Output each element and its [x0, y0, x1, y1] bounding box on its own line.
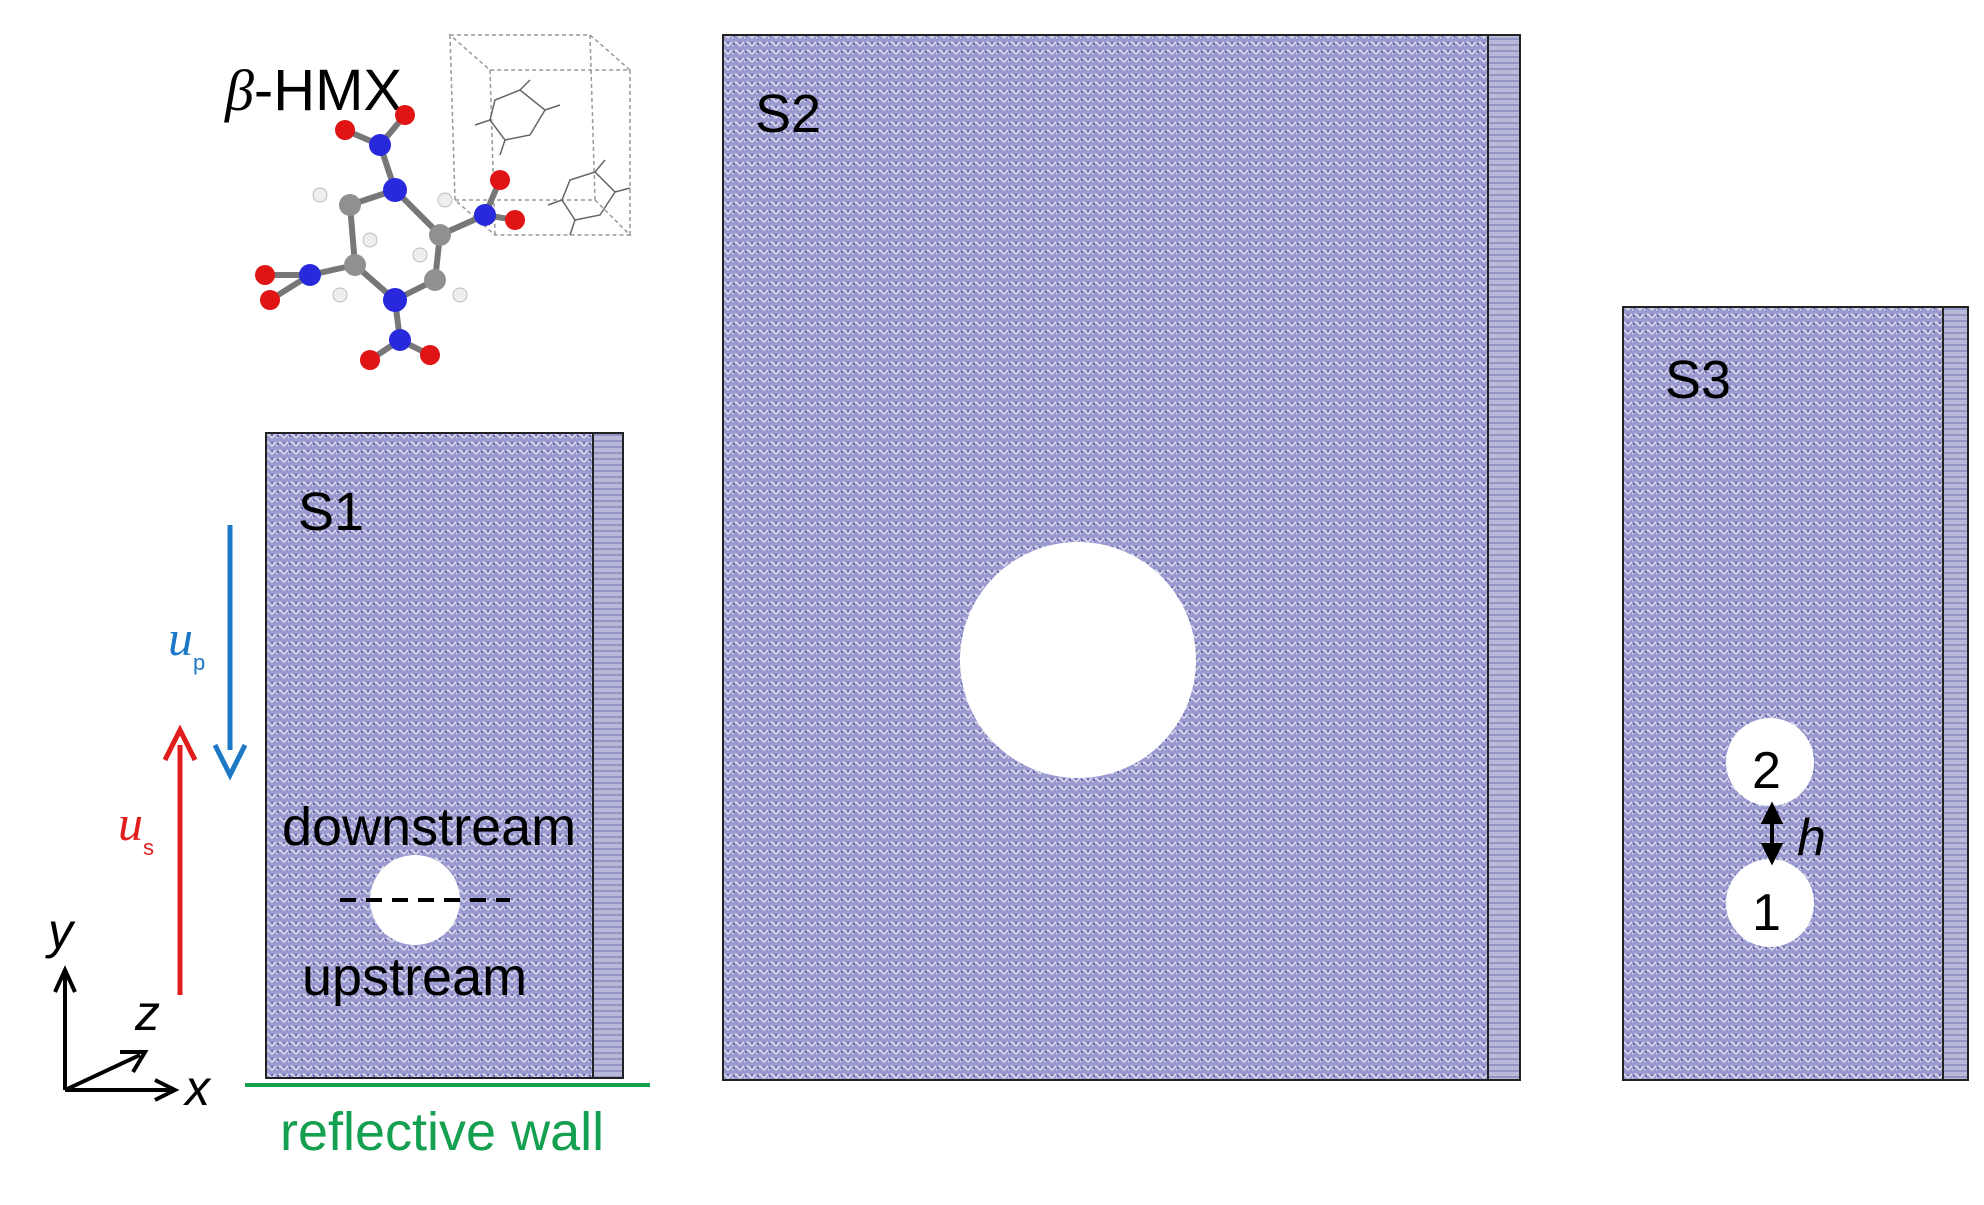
- reflective-wall-label: reflective wall: [280, 1102, 604, 1162]
- up-label: up: [168, 610, 205, 675]
- molecule-label: β-HMX: [224, 58, 402, 123]
- molecule-name: -HMX: [254, 58, 402, 123]
- hmx-molecule: β-HMX: [224, 34, 632, 370]
- unit-cell-box: [448, 34, 632, 236]
- s3-void-1: [1726, 859, 1814, 947]
- s1-crystal: [265, 432, 594, 1079]
- shock-velocity-arrow: us: [118, 724, 198, 995]
- s3-void-2-label: 2: [1752, 742, 1781, 800]
- s1-label: S1: [298, 482, 364, 542]
- s2-label: S2: [755, 84, 821, 144]
- s3-void-1-label: 1: [1752, 884, 1781, 942]
- s3-void-2: [1726, 718, 1814, 806]
- s3-wall-band: [1942, 306, 1969, 1081]
- molecule-bonds: [265, 113, 516, 363]
- s1-upstream-label: upstream: [302, 947, 527, 1007]
- panel-s2: S2: [722, 34, 1521, 1081]
- axis-x-label: x: [183, 1060, 212, 1116]
- beta-symbol: β: [224, 58, 254, 123]
- s3-gap-label: h: [1797, 809, 1826, 867]
- axis-z-label: z: [134, 985, 160, 1041]
- s3-gap-marker: [1760, 801, 1784, 866]
- s1-void: [370, 855, 460, 945]
- s1-wall-band: [592, 432, 624, 1079]
- s1-downstream-label: downstream: [282, 797, 576, 857]
- coordinate-axes: [53, 965, 180, 1102]
- s2-wall-band: [1487, 34, 1521, 1081]
- panel-s1: S1 downstream upstream: [265, 432, 624, 1079]
- unit-cell-molecules: [474, 79, 631, 236]
- s3-label: S3: [1665, 350, 1731, 410]
- particle-velocity-arrow: up: [168, 525, 248, 781]
- us-label: us: [118, 795, 154, 860]
- s3-crystal: [1622, 306, 1944, 1081]
- axis-y-label: y: [45, 903, 76, 959]
- panel-s3: S3 2 1 h: [1622, 306, 1969, 1081]
- s2-void: [960, 542, 1196, 778]
- molecule-atoms: [255, 105, 525, 370]
